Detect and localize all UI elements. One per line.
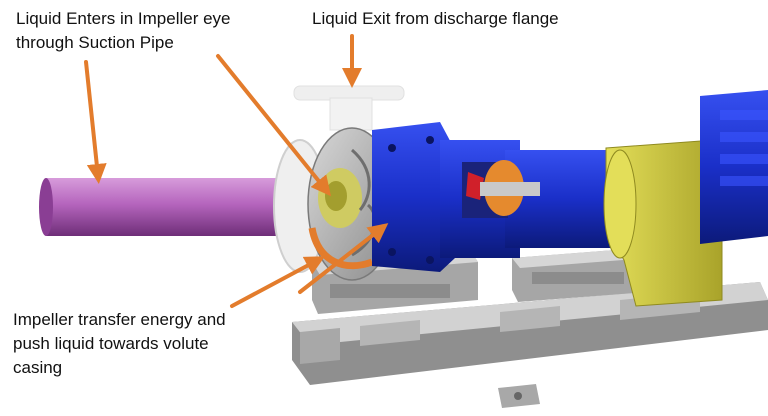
callout-arrows (84, 34, 389, 308)
suction-annotation-line-2: through Suction Pipe (16, 33, 174, 52)
suction-pipe-arrow (84, 60, 107, 184)
suction-annotation: Liquid Enters in Impeller eye through Su… (16, 7, 231, 55)
impeller-annotation: Impeller transfer energy and push liquid… (13, 308, 226, 380)
motor (700, 90, 768, 244)
suction-annotation-line-1: Liquid Enters in Impeller eye (16, 9, 231, 28)
shaft-and-seal (466, 160, 540, 216)
impeller-transfer-arrow (230, 256, 326, 308)
impeller-transfer-arrow-2 (298, 223, 389, 294)
discharge-flange (293, 85, 405, 131)
impeller-ring (308, 227, 374, 270)
motor-support-guard (603, 139, 723, 307)
suction-pipe (39, 178, 298, 236)
exit-annotation-line-1: Liquid Exit from discharge flange (312, 9, 559, 28)
exit-annotation: Liquid Exit from discharge flange (312, 7, 559, 31)
front-mount-tab (498, 384, 540, 408)
impeller-annotation-line-3: casing (13, 358, 63, 377)
impeller-annotation-line-2: push liquid towards volute (13, 334, 209, 353)
impeller-eye-arrow (216, 54, 332, 197)
impeller-annotation-line-1: Impeller transfer energy and (13, 310, 226, 329)
bearing-support-foot (512, 248, 648, 302)
